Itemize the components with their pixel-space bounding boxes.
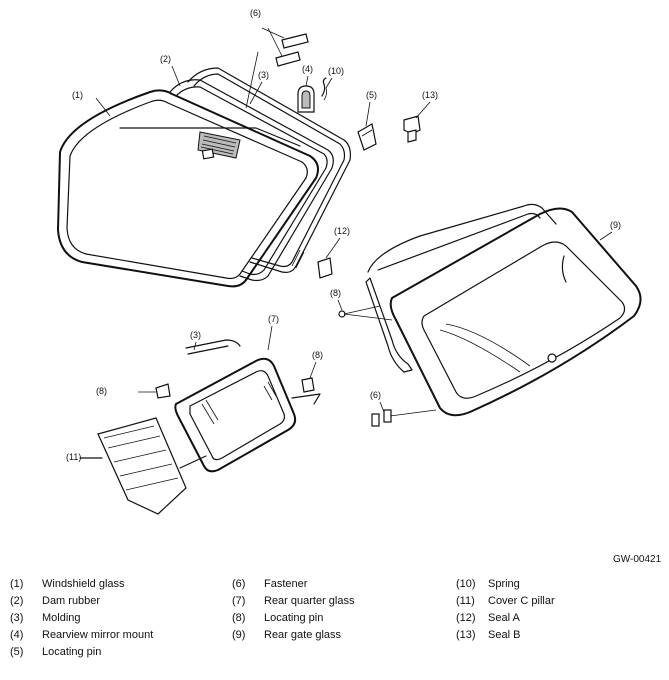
- legend-item: (5)Locating pin: [10, 646, 102, 658]
- legend-item: (7)Rear quarter glass: [232, 595, 355, 607]
- locating-pin-8-rear: [338, 305, 393, 321]
- legend-item: (6)Fastener: [232, 578, 308, 590]
- rear-gate-molding: [365, 203, 557, 373]
- cover-c-pillar: [79, 417, 187, 515]
- fastener-top: [245, 27, 309, 109]
- callout-9: (9): [610, 220, 621, 230]
- locating-pin-8-right: [301, 377, 315, 393]
- spring: [321, 77, 328, 101]
- fastener-lower: [371, 401, 437, 427]
- legend-item: (11)Cover C pillar: [456, 595, 555, 607]
- exploded-parts-diagram: (1) (2) (3) (4) (6) (10) (5) (13) (12) (…: [57, 8, 642, 515]
- rear-gate-glass: [389, 207, 642, 417]
- legend-item: (9)Rear gate glass: [232, 629, 342, 641]
- callout-13: (13): [422, 90, 438, 100]
- callout-8-rear: (8): [330, 288, 341, 298]
- rear-quarter-glass: [174, 357, 321, 473]
- locating-pin-8-left: [138, 383, 171, 399]
- molding-top: [187, 67, 351, 273]
- molding-quarter: [185, 339, 241, 355]
- legend-item: (8)Locating pin: [232, 612, 324, 624]
- callout-3-quarter: (3): [190, 330, 201, 340]
- callout-3-top: (3): [258, 70, 269, 80]
- callout-8-right: (8): [312, 350, 323, 360]
- mirror-base: [197, 131, 241, 160]
- windshield-glass: [57, 89, 319, 288]
- callout-10: (10): [328, 66, 344, 76]
- legend-item: (1)Windshield glass: [10, 578, 125, 590]
- callout-8-left: (8): [96, 386, 107, 396]
- legend-item: (10)Spring: [456, 578, 520, 590]
- callout-4: (4): [302, 64, 313, 74]
- parts-legend: (1)Windshield glass (2)Dam rubber (3)Mol…: [10, 578, 660, 668]
- figure-id: GW-00421: [613, 554, 662, 565]
- callout-5: (5): [366, 90, 377, 100]
- callout-12: (12): [334, 226, 350, 236]
- callout-6-lower: (6): [370, 390, 381, 400]
- seal-a: [291, 249, 333, 279]
- seal-b: [403, 115, 421, 143]
- legend-item: (4)Rearview mirror mount: [10, 629, 154, 641]
- rearview-mirror-mount: [297, 85, 315, 113]
- legend-item: (12)Seal A: [456, 612, 520, 624]
- callout-11: (11): [66, 452, 81, 462]
- callout-7: (7): [268, 314, 279, 324]
- dam-rubber: [169, 79, 334, 282]
- callout-1: (1): [72, 90, 83, 100]
- locating-pin-5: [357, 123, 377, 151]
- callout-2: (2): [160, 54, 171, 64]
- legend-item: (3)Molding: [10, 612, 81, 624]
- callout-6-top: (6): [250, 8, 261, 18]
- legend-item: (2)Dam rubber: [10, 595, 101, 607]
- legend-item: (13)Seal B: [456, 629, 521, 641]
